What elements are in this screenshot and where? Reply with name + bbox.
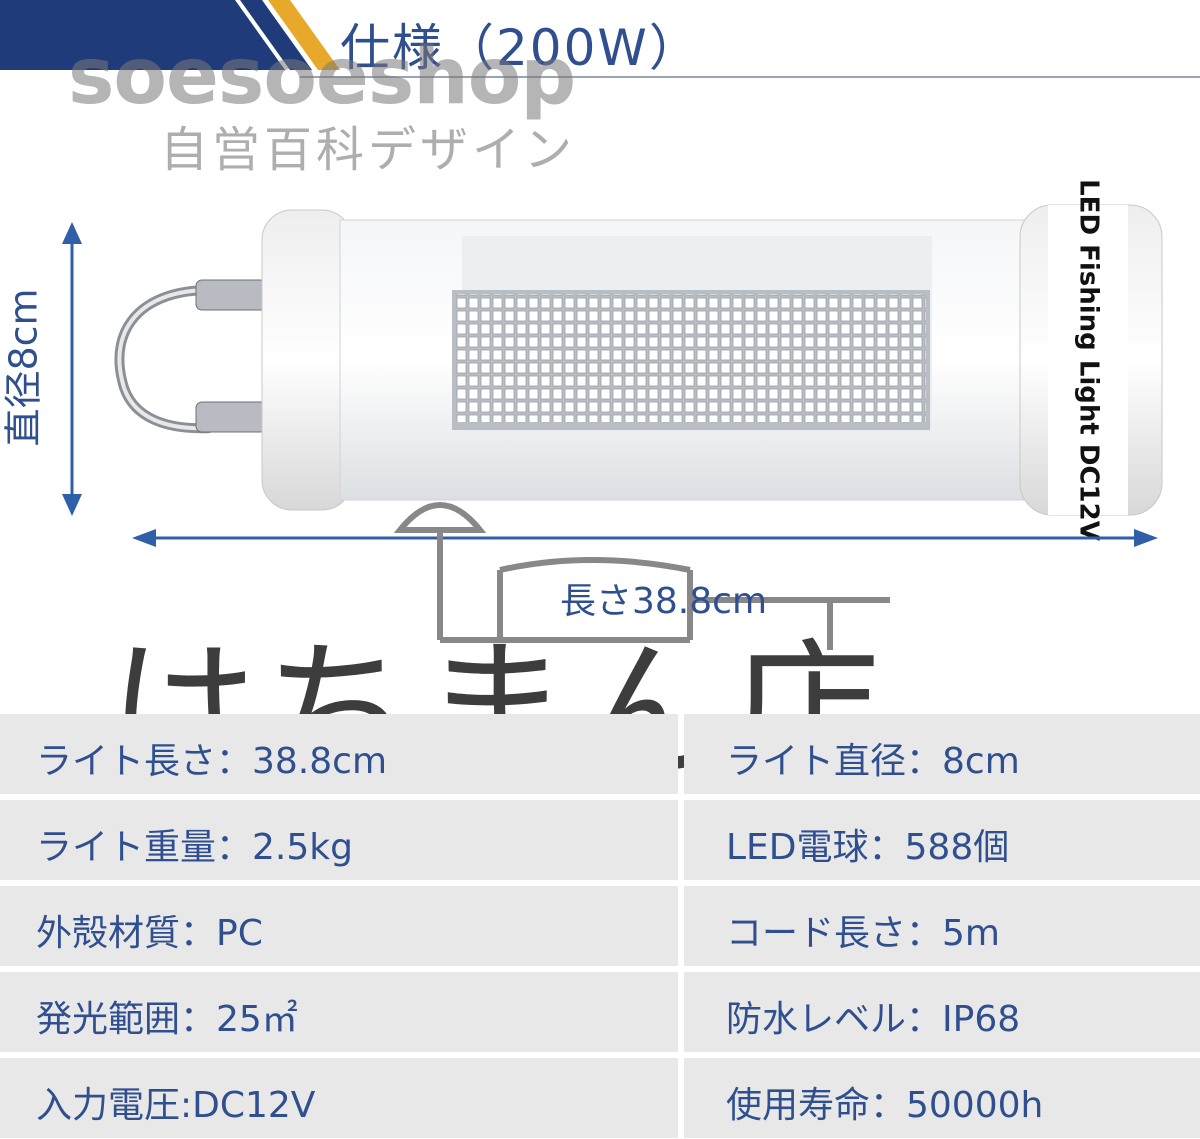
spec-cell-right: LED電球：588個 <box>684 800 1200 880</box>
led-array <box>456 294 926 422</box>
header-divider <box>300 76 1200 78</box>
spec-text: ライト直径：8cm <box>726 741 1020 782</box>
spec-text: ライト重量：2.5kg <box>36 827 353 868</box>
spec-table: ライト長さ：38.8cm ライト直径：8cm ライト重量：2.5kg LED電球… <box>0 714 1200 1139</box>
cap-label-text: LED Fishing Light DC12V <box>1074 180 1104 541</box>
length-arrow <box>132 529 1158 547</box>
length-label: 長さ38.8cm <box>560 581 768 622</box>
handle <box>114 279 267 434</box>
spec-text: 使用寿命：50000h <box>726 1085 1044 1126</box>
spec-text: 防水レベル：IP68 <box>726 999 1021 1040</box>
spec-cell-left: ライト重量：2.5kg <box>0 800 678 880</box>
spec-row: 入力電圧:DC12V 使用寿命：50000h <box>0 1058 1200 1138</box>
spec-text: LED電球：588個 <box>726 827 1010 868</box>
header-banner: 仕様（200W） <box>0 0 1200 80</box>
header-stripe-graphic <box>0 0 340 70</box>
diameter-arrow <box>62 222 82 516</box>
spec-row: ライト重量：2.5kg LED電球：588個 <box>0 800 1200 880</box>
spec-text: 発光範囲：25㎡ <box>36 999 298 1040</box>
spec-cell-right: コード長さ：5m <box>684 886 1200 966</box>
lamp-watermark-icon <box>393 502 890 650</box>
spec-cell-left: 入力電圧:DC12V <box>0 1058 678 1138</box>
spec-cell-right: 防水レベル：IP68 <box>684 972 1200 1052</box>
spec-cell-left: ライト長さ：38.8cm <box>0 714 678 794</box>
spec-text: 外殻材質：PC <box>36 913 263 954</box>
spec-row: ライト長さ：38.8cm ライト直径：8cm <box>0 714 1200 794</box>
spec-cell-right: 使用寿命：50000h <box>684 1058 1200 1138</box>
product-illustration: LED Fishing Light DC12V <box>62 180 1163 547</box>
diameter-label: 直径8cm <box>1 288 46 447</box>
shop-watermark-subtitle: 自営百科デザイン <box>160 122 577 178</box>
spec-row: 外殻材質：PC コード長さ：5m <box>0 886 1200 966</box>
spec-cell-left: 発光範囲：25㎡ <box>0 972 678 1052</box>
spec-text: 入力電圧:DC12V <box>36 1085 316 1126</box>
left-end-cap <box>261 209 353 511</box>
spec-text: コード長さ：5m <box>726 913 1000 954</box>
cap-label-band <box>1048 205 1128 515</box>
spec-row: 発光範囲：25㎡ 防水レベル：IP68 <box>0 972 1200 1052</box>
spec-cell-left: 外殻材質：PC <box>0 886 678 966</box>
shop-watermark: soesoeshop <box>68 32 576 122</box>
spec-cell-right: ライト直径：8cm <box>684 714 1200 794</box>
spec-text: ライト長さ：38.8cm <box>36 741 388 782</box>
page-title: 仕様（200W） <box>340 19 701 77</box>
